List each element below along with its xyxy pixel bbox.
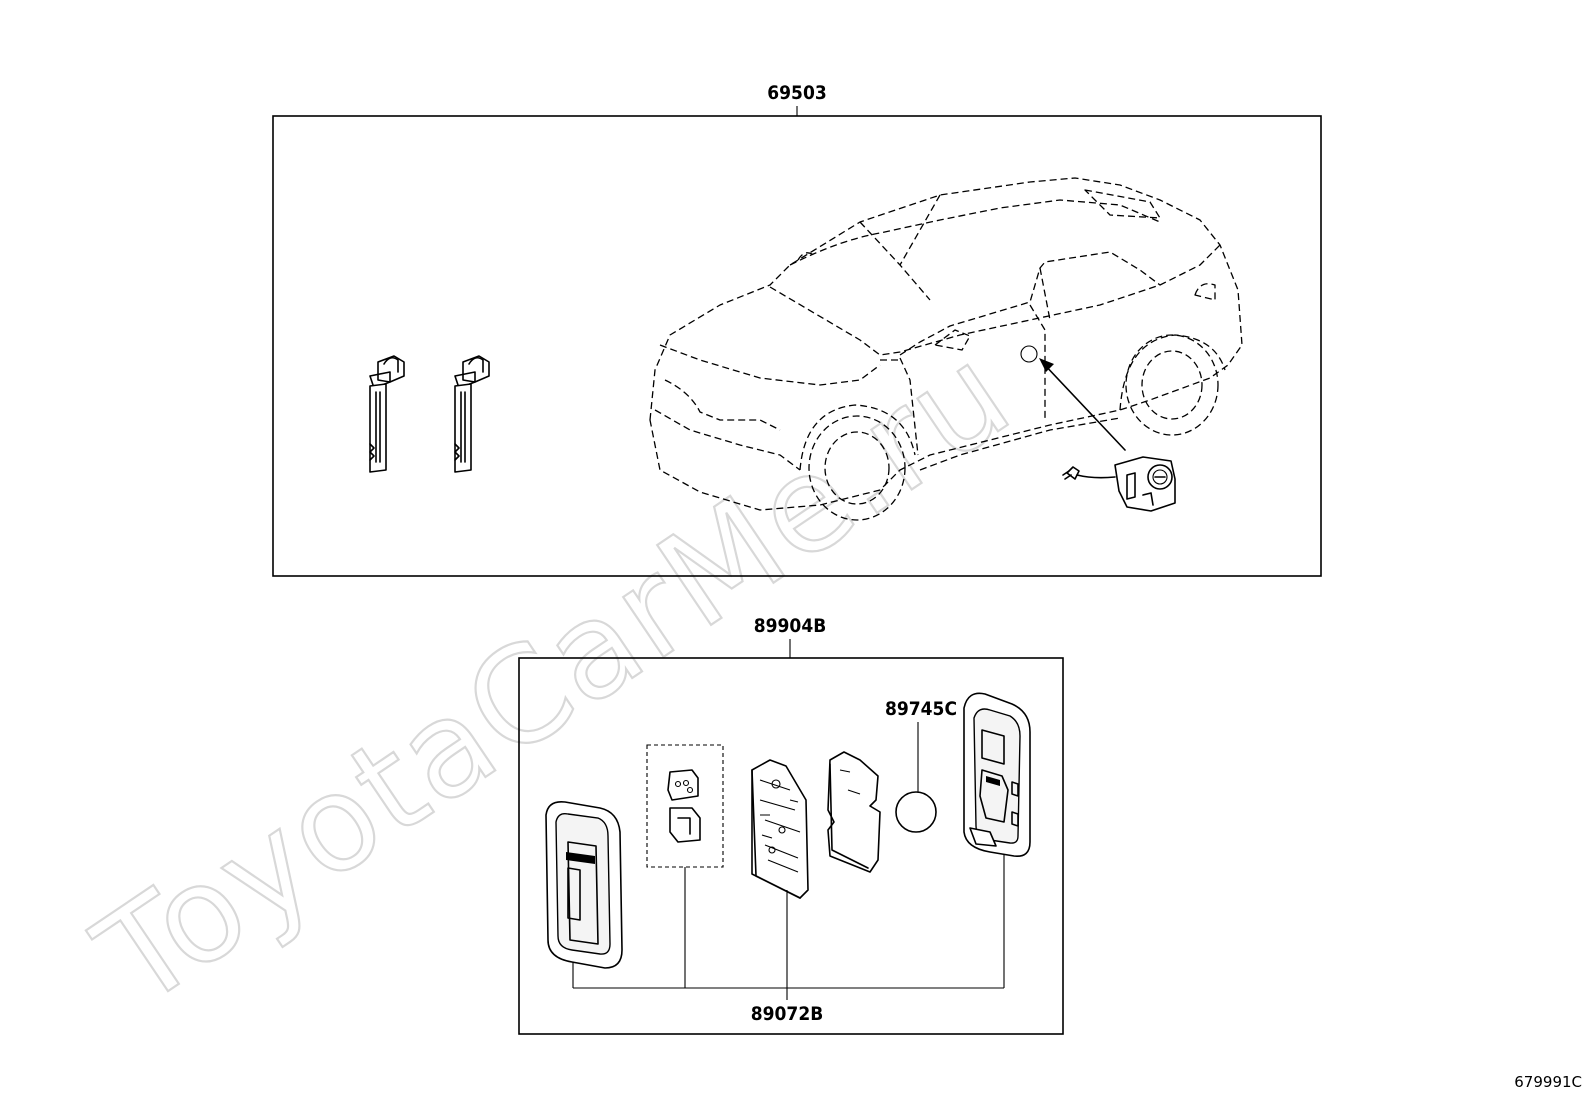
kit-89904B-group: 89904B xyxy=(518,615,1064,1035)
kit-69503-group: 69503 xyxy=(272,82,1322,577)
callout-69503[interactable]: 69503 xyxy=(767,82,826,104)
drawing-code: 679991C xyxy=(1514,1073,1582,1091)
callout-89745C[interactable]: 89745C xyxy=(885,698,957,720)
door-lock-cylinder-icon[interactable] xyxy=(1062,456,1176,512)
callout-89904B[interactable]: 89904B xyxy=(754,615,827,637)
cover-plate-icon[interactable] xyxy=(827,751,881,873)
callout-leaders-89072B xyxy=(572,855,1005,1000)
circuit-board-icon[interactable] xyxy=(751,759,809,899)
lock-location-marker xyxy=(1020,345,1038,363)
kit-box-69503 xyxy=(272,115,1322,577)
coin-battery-icon[interactable]: 89745C xyxy=(885,698,957,833)
button-pad-icon[interactable] xyxy=(646,744,724,868)
kit-box-89904B xyxy=(518,657,1064,1035)
callout-89072B[interactable]: 89072B xyxy=(751,1003,824,1025)
fob-back-case-icon[interactable] xyxy=(963,692,1031,858)
key-fob-case-icon[interactable] xyxy=(545,800,623,969)
car-illustration-icon xyxy=(649,177,1243,521)
emergency-key-icon[interactable] xyxy=(369,355,490,473)
